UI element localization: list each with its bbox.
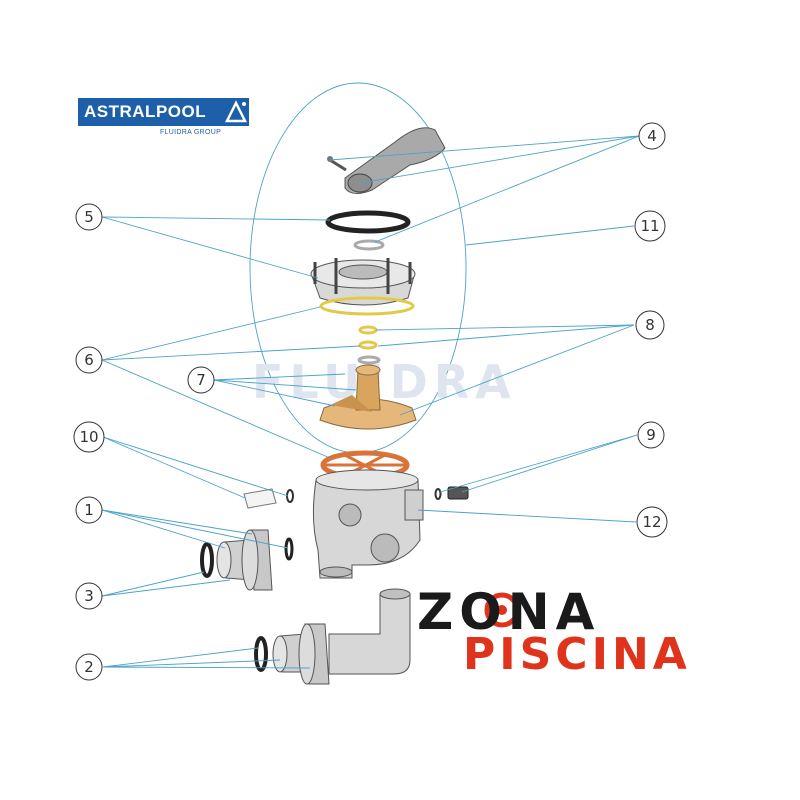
svg-text:1: 1 xyxy=(84,501,94,519)
piscina-text: PISCINA xyxy=(463,629,691,680)
svg-text:3: 3 xyxy=(84,587,94,605)
brand-group: FLUIDRA GROUP xyxy=(160,129,222,136)
callout-12: 12 xyxy=(636,506,668,538)
svg-text:8: 8 xyxy=(645,316,655,334)
callout-2: 2 xyxy=(75,653,103,681)
svg-text:12: 12 xyxy=(642,513,661,531)
callout-4: 4 xyxy=(638,122,666,150)
callout-3: 3 xyxy=(75,582,103,610)
elbow-union xyxy=(254,588,411,685)
black-gasket xyxy=(325,210,411,234)
valve-body xyxy=(312,469,424,579)
drain-plug xyxy=(243,488,294,509)
svg-text:2: 2 xyxy=(84,658,94,676)
lid-o-ring xyxy=(319,296,415,316)
shaft-washer xyxy=(357,355,381,365)
union-coupling xyxy=(200,529,294,591)
callout-10: 10 xyxy=(73,421,105,453)
astralpool-logo: ASTRALPOOL FLUIDRA GROUP xyxy=(78,98,253,138)
callout-6: 6 xyxy=(75,346,103,374)
svg-text:10: 10 xyxy=(79,428,98,446)
svg-text:9: 9 xyxy=(646,426,656,444)
callout-5: 5 xyxy=(75,203,103,231)
callout-11: 11 xyxy=(634,210,666,242)
callout-8: 8 xyxy=(635,310,665,340)
callout-7: 7 xyxy=(187,366,215,394)
svg-text:6: 6 xyxy=(84,351,94,369)
brand-mark-icon xyxy=(223,98,249,126)
svg-text:5: 5 xyxy=(84,208,94,226)
svg-text:4: 4 xyxy=(647,127,657,145)
valve-handle xyxy=(327,127,446,194)
callout-9: 9 xyxy=(637,421,665,449)
target-icon xyxy=(484,592,520,628)
valve-rotor xyxy=(319,364,417,430)
brand-name: ASTRALPOOL xyxy=(78,98,223,126)
callout-1: 1 xyxy=(75,496,103,524)
shaft-o-ring-lower xyxy=(358,340,378,350)
svg-text:7: 7 xyxy=(196,371,206,389)
small-washer xyxy=(353,239,385,251)
shaft-o-ring-upper xyxy=(358,325,378,335)
zona-text: ZONA xyxy=(417,583,601,641)
svg-text:11: 11 xyxy=(640,217,659,235)
leader-lines xyxy=(101,135,640,669)
